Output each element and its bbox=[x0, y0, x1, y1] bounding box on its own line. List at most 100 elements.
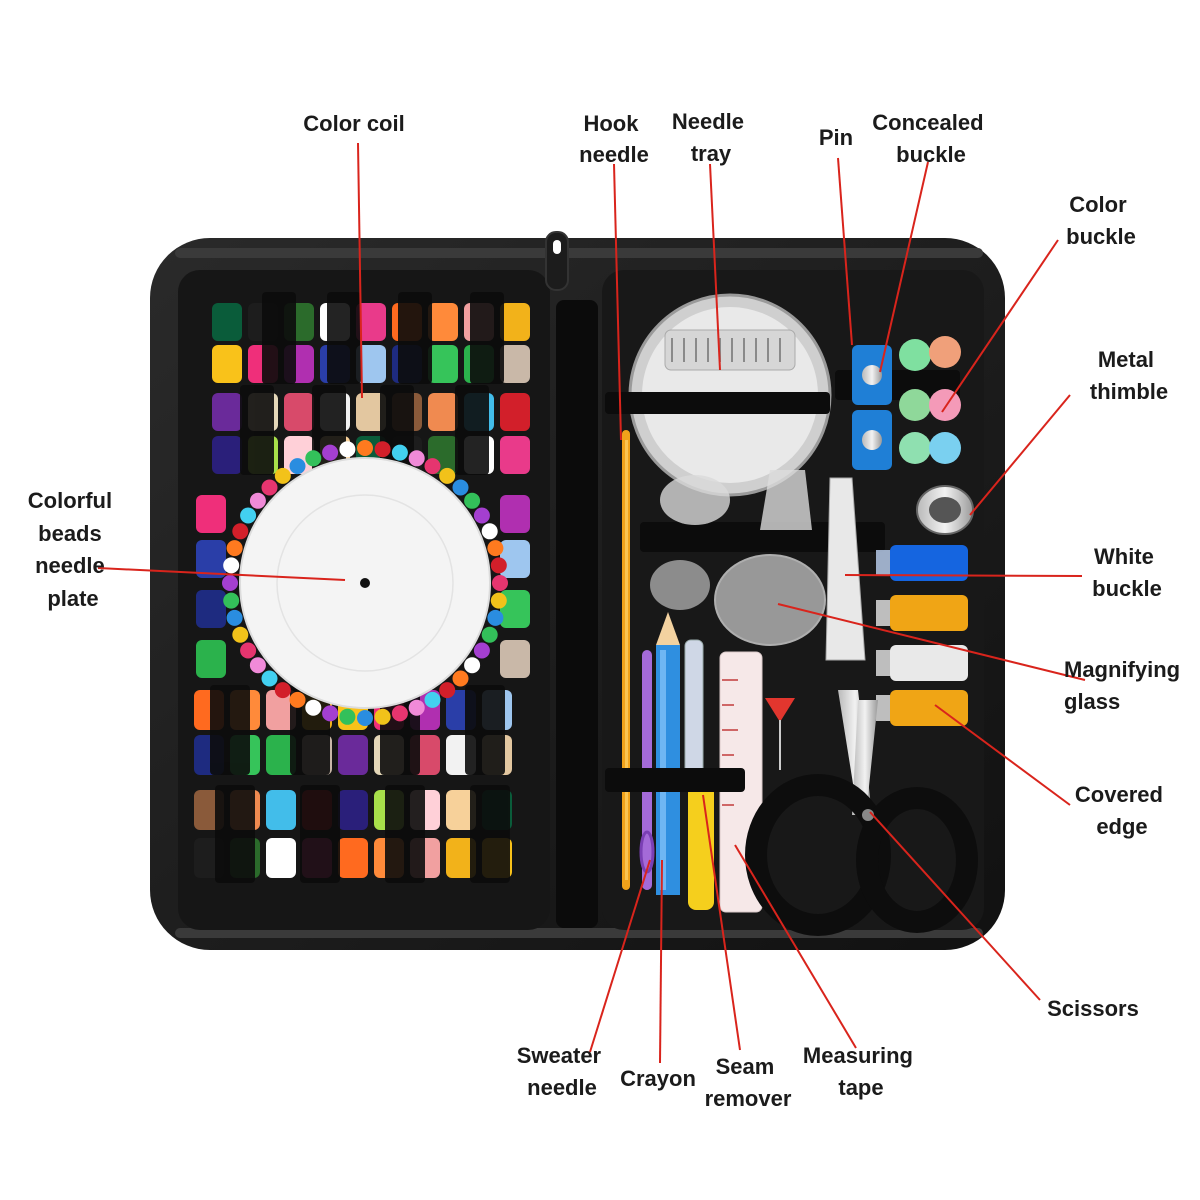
pin-head bbox=[249, 657, 266, 674]
thread-spool bbox=[266, 690, 296, 730]
label-covered-edge: Covered edge bbox=[1075, 782, 1169, 839]
pin-head bbox=[490, 557, 507, 574]
pin-head bbox=[391, 444, 408, 461]
seam-remover-item bbox=[684, 639, 714, 910]
pin-head bbox=[249, 492, 266, 509]
pin-head bbox=[464, 657, 481, 674]
leader-color-coil bbox=[357, 142, 363, 399]
thread-spool bbox=[266, 838, 296, 878]
pin-head bbox=[424, 691, 441, 708]
label-hook-needle: Hook needle bbox=[579, 111, 649, 167]
label-white-buckle: White buckle bbox=[1092, 544, 1162, 601]
pin-head bbox=[305, 699, 322, 716]
leader-crayon bbox=[659, 859, 663, 1064]
pin-head bbox=[289, 458, 306, 475]
leader-sweater-needle bbox=[589, 859, 651, 1053]
label-colorful-beads-needle-plate: Colorful beads needle plate bbox=[28, 488, 118, 611]
thread-spool bbox=[428, 303, 458, 341]
pin-head bbox=[322, 444, 339, 461]
pin-head bbox=[240, 507, 257, 524]
thread-spool bbox=[356, 303, 386, 341]
thread-spool bbox=[196, 590, 226, 628]
thread-spool bbox=[500, 590, 530, 628]
pin-head bbox=[322, 705, 339, 722]
thread-spool bbox=[500, 303, 530, 341]
leader-hook-needle bbox=[613, 163, 622, 441]
pin-head bbox=[274, 467, 291, 484]
pin-head bbox=[487, 609, 504, 626]
pin-head bbox=[261, 479, 278, 496]
thread-spool bbox=[356, 345, 386, 383]
tweezers-item bbox=[825, 477, 866, 661]
leader-measuring-tape bbox=[734, 844, 857, 1049]
thread-spool bbox=[212, 345, 242, 383]
pin-head bbox=[391, 705, 408, 722]
thread-spool bbox=[428, 393, 458, 431]
label-measuring-tape: Measuring tape bbox=[803, 1043, 919, 1100]
thread-spool bbox=[500, 345, 530, 383]
pin-head bbox=[487, 540, 504, 557]
pin-plate bbox=[222, 440, 508, 726]
pin-head bbox=[408, 699, 425, 716]
case-spine bbox=[556, 300, 598, 928]
thread-spool bbox=[356, 393, 386, 431]
label-metal-thimble: Metal thimble bbox=[1090, 347, 1168, 404]
zipper-pull bbox=[545, 231, 569, 291]
pin-head bbox=[339, 441, 356, 458]
leader-scissors bbox=[869, 811, 1041, 1001]
pin-head bbox=[274, 682, 291, 699]
pin-head bbox=[490, 592, 507, 609]
pin-head bbox=[357, 710, 373, 726]
leader-covered-edge bbox=[934, 704, 1071, 806]
thread-spool bbox=[212, 303, 242, 341]
pin-head bbox=[473, 507, 490, 524]
pin-head bbox=[232, 523, 249, 540]
label-pin: Pin bbox=[819, 125, 853, 150]
pin-head bbox=[439, 467, 456, 484]
left-straps bbox=[210, 292, 510, 883]
magnifier-item bbox=[650, 470, 826, 646]
pin-head bbox=[464, 492, 481, 509]
thread-spool bbox=[338, 838, 368, 878]
pin-head bbox=[226, 540, 243, 557]
pin-head bbox=[439, 682, 456, 699]
leader-color-buckle bbox=[941, 239, 1059, 413]
label-color-buckle: Color buckle bbox=[1066, 192, 1136, 249]
pin-head bbox=[339, 708, 356, 725]
zipper-bottom bbox=[175, 928, 983, 938]
pin-head bbox=[261, 670, 278, 687]
thread-spool bbox=[446, 790, 476, 830]
label-crayon: Crayon bbox=[620, 1066, 696, 1091]
scissors-item bbox=[745, 690, 978, 936]
thread-spool bbox=[284, 393, 314, 431]
leader-lines bbox=[97, 142, 1086, 1064]
pin-head bbox=[232, 626, 249, 643]
zipper-top bbox=[175, 248, 983, 258]
thread-spool bbox=[500, 393, 530, 431]
thimble-item bbox=[916, 485, 974, 535]
label-needle-tray: Needle tray bbox=[672, 109, 750, 166]
thread-spool bbox=[338, 735, 368, 775]
pin-head bbox=[481, 626, 498, 643]
pin-head bbox=[492, 575, 508, 591]
label-seam-remover: Seam remover bbox=[705, 1054, 792, 1111]
leader-magnifying-glass bbox=[777, 603, 1086, 681]
thread-spool bbox=[428, 345, 458, 383]
label-color-coil: Color coil bbox=[303, 111, 404, 136]
thread-spool bbox=[196, 540, 226, 578]
pin-head bbox=[289, 691, 306, 708]
leader-pin bbox=[837, 157, 853, 346]
thread-spool bbox=[500, 540, 530, 578]
thread-spool bbox=[212, 393, 242, 431]
thread-spool bbox=[500, 436, 530, 474]
pin-head bbox=[408, 450, 425, 467]
leader-beads-needle-plate bbox=[97, 567, 346, 581]
crayon-item bbox=[656, 612, 680, 895]
label-scissors: Scissors bbox=[1047, 996, 1139, 1021]
thread-spool bbox=[446, 838, 476, 878]
pin-head bbox=[222, 575, 238, 591]
pin-head bbox=[374, 708, 391, 725]
leader-metal-thimble bbox=[969, 394, 1071, 516]
